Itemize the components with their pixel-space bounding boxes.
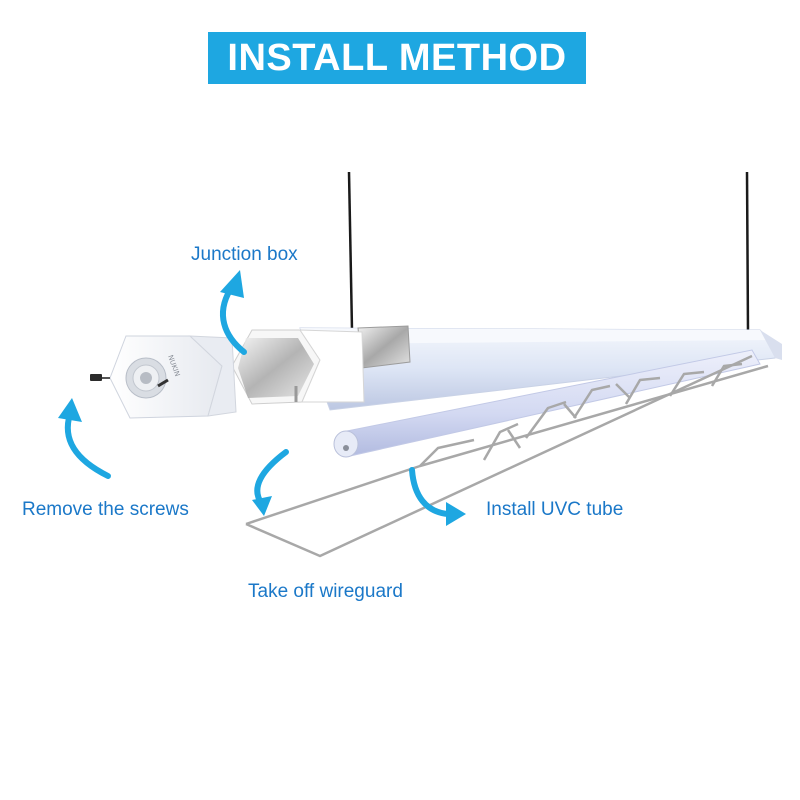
junction-end: [231, 329, 365, 405]
end-cap: NUKIN: [109, 335, 237, 419]
curved-arrow-icon: [252, 496, 272, 516]
curved-arrow-icon: [64, 411, 111, 479]
page-title: INSTALL METHOD: [227, 36, 567, 79]
fixture-body: [299, 327, 782, 411]
wireguard: [245, 354, 769, 558]
title-banner: INSTALL METHOD: [208, 32, 586, 84]
loose-screw: [90, 374, 110, 381]
suspension-wire-left: [347, 171, 354, 331]
curved-arrow-icon: [58, 398, 82, 422]
screw-icon: [157, 378, 169, 388]
curved-arrow-icon: [219, 287, 247, 355]
curved-arrow-icon: [446, 502, 466, 526]
uvc-tube: [333, 349, 761, 458]
arrows: [64, 287, 451, 517]
mounting-clamp: [357, 325, 411, 369]
arrow-heads: [58, 270, 466, 526]
curved-arrow-icon: [220, 270, 244, 298]
callout-install-tube: Install UVC tube: [486, 499, 624, 520]
curved-arrow-icon: [409, 467, 451, 517]
suspension-wire-right: [745, 171, 750, 333]
callout-junction-box: Junction box: [191, 244, 298, 265]
callout-remove-screws: Remove the screws: [22, 499, 189, 520]
callout-take-off-wireguard: Take off wireguard: [248, 581, 403, 602]
